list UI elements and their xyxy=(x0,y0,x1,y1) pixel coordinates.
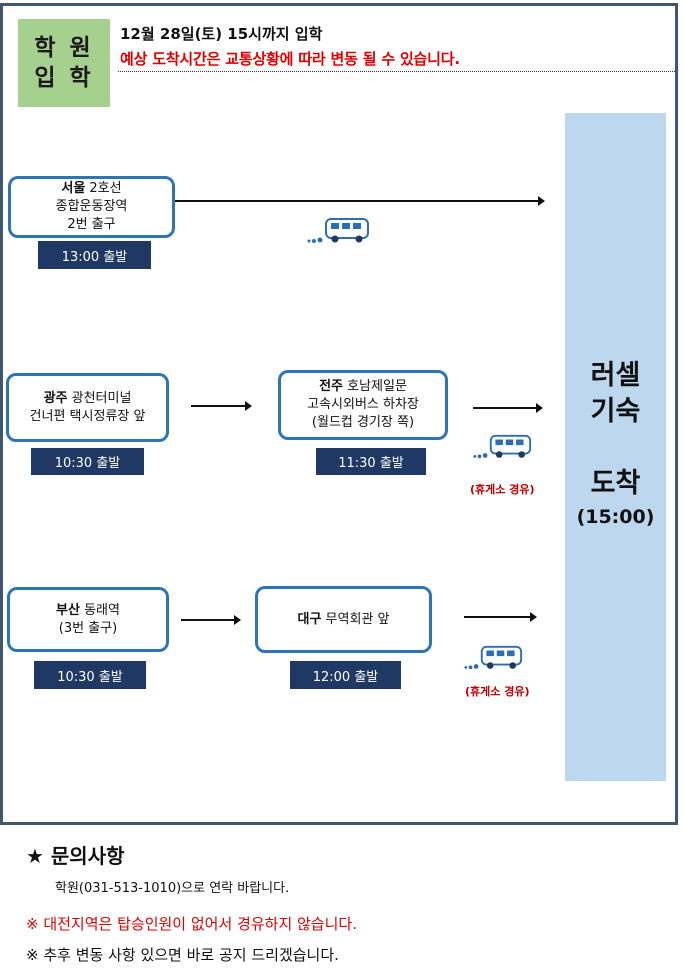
destination-name-1: 러셀 xyxy=(590,360,641,391)
arrow-gwangju-jeonju xyxy=(191,401,252,411)
destination-column: 러셀 기숙 도착 (15:00) xyxy=(565,113,666,781)
bus-icon xyxy=(473,434,532,459)
arrow-busan-daegu xyxy=(181,615,241,625)
entry-deadline: 12월 28일(토) 15시까지 입학 xyxy=(120,25,323,43)
note-jeonju-restarea: (휴게소 경유) xyxy=(470,483,535,496)
stop-jeonju-line2: 고속시외버스 하차장 xyxy=(307,397,419,412)
stop-jeonju-line3: (월드컵 경기장 쪽) xyxy=(311,415,415,430)
note-daegu-restarea: (휴게소 경유) xyxy=(465,685,530,698)
stop-seoul-line3: 2번 출구 xyxy=(67,217,116,232)
star-icon: ★ xyxy=(26,844,44,868)
stop-daegu-city: 대구 xyxy=(297,611,322,627)
arrival-notice: 예상 도착시간은 교통상황에 따라 변동 될 수 있습니다. xyxy=(120,50,460,68)
arrow-daegu-dest xyxy=(464,612,537,622)
stop-jeonju: 전주 호남제일문 고속시외버스 하차장 (월드컵 경기장 쪽) xyxy=(278,370,448,440)
stop-jeonju-line1: 호남제일문 xyxy=(342,379,407,394)
arrow-jeonju-dest xyxy=(473,403,543,413)
academy-entry-badge: 학 원 입 학 xyxy=(18,19,110,107)
inquiry-contact: 학원(031-513-1010)으로 연락 바랍니다. xyxy=(55,881,290,896)
footer-change-notice: ※ 추후 변동 사항 있으면 바로 공지 드리겠습니다. xyxy=(26,946,339,964)
stop-busan: 부산 동래역 (3번 출구) xyxy=(7,587,169,652)
depart-daegu: 12:00 출발 xyxy=(290,661,401,689)
depart-seoul: 13:00 출발 xyxy=(38,241,151,269)
header-divider xyxy=(118,71,675,72)
destination-name-2: 기숙 xyxy=(590,396,641,427)
bus-icon xyxy=(307,218,369,243)
stop-gwangju-city: 광주 xyxy=(43,390,68,406)
stop-seoul-city: 서울 xyxy=(61,181,86,196)
stop-busan-line1: 동래역 xyxy=(79,602,120,618)
stop-daegu: 대구 무역회관 앞 xyxy=(255,586,432,653)
stop-seoul: 서울 2호선 종합운동장역 2번 출구 xyxy=(8,176,175,238)
stop-seoul-line2: 종합운동장역 xyxy=(55,199,128,214)
inquiry-title-text: 문의사항 xyxy=(50,844,125,868)
bus-icon xyxy=(464,645,523,670)
stop-gwangju: 광주 광천터미널 건너편 택시정류장 앞 xyxy=(6,373,169,442)
stop-gwangju-line2: 건너편 택시정류장 앞 xyxy=(29,408,146,424)
stop-daegu-line1: 무역회관 앞 xyxy=(321,611,390,627)
inquiry-title: ★ 문의사항 xyxy=(26,840,125,869)
stop-busan-line2: (3번 출구) xyxy=(58,620,118,636)
depart-jeonju: 11:30 출발 xyxy=(316,448,426,475)
stop-jeonju-city: 전주 xyxy=(319,379,343,394)
stop-busan-city: 부산 xyxy=(56,602,80,618)
badge-line-2: 입 학 xyxy=(34,65,94,91)
depart-busan: 10:30 출발 xyxy=(34,661,146,689)
badge-line-1: 학 원 xyxy=(34,35,94,61)
arrow-seoul-dest xyxy=(175,196,545,206)
destination-arrive: 도착 xyxy=(590,468,641,499)
depart-gwangju: 10:30 출발 xyxy=(31,448,144,475)
footer-daejeon-notice: ※ 대전지역은 탑승인원이 없어서 경유하지 않습니다. xyxy=(26,915,357,933)
stop-gwangju-line1: 광천터미널 xyxy=(67,390,132,406)
stop-seoul-line1: 2호선 xyxy=(85,181,122,196)
destination-time: (15:00) xyxy=(576,506,655,528)
